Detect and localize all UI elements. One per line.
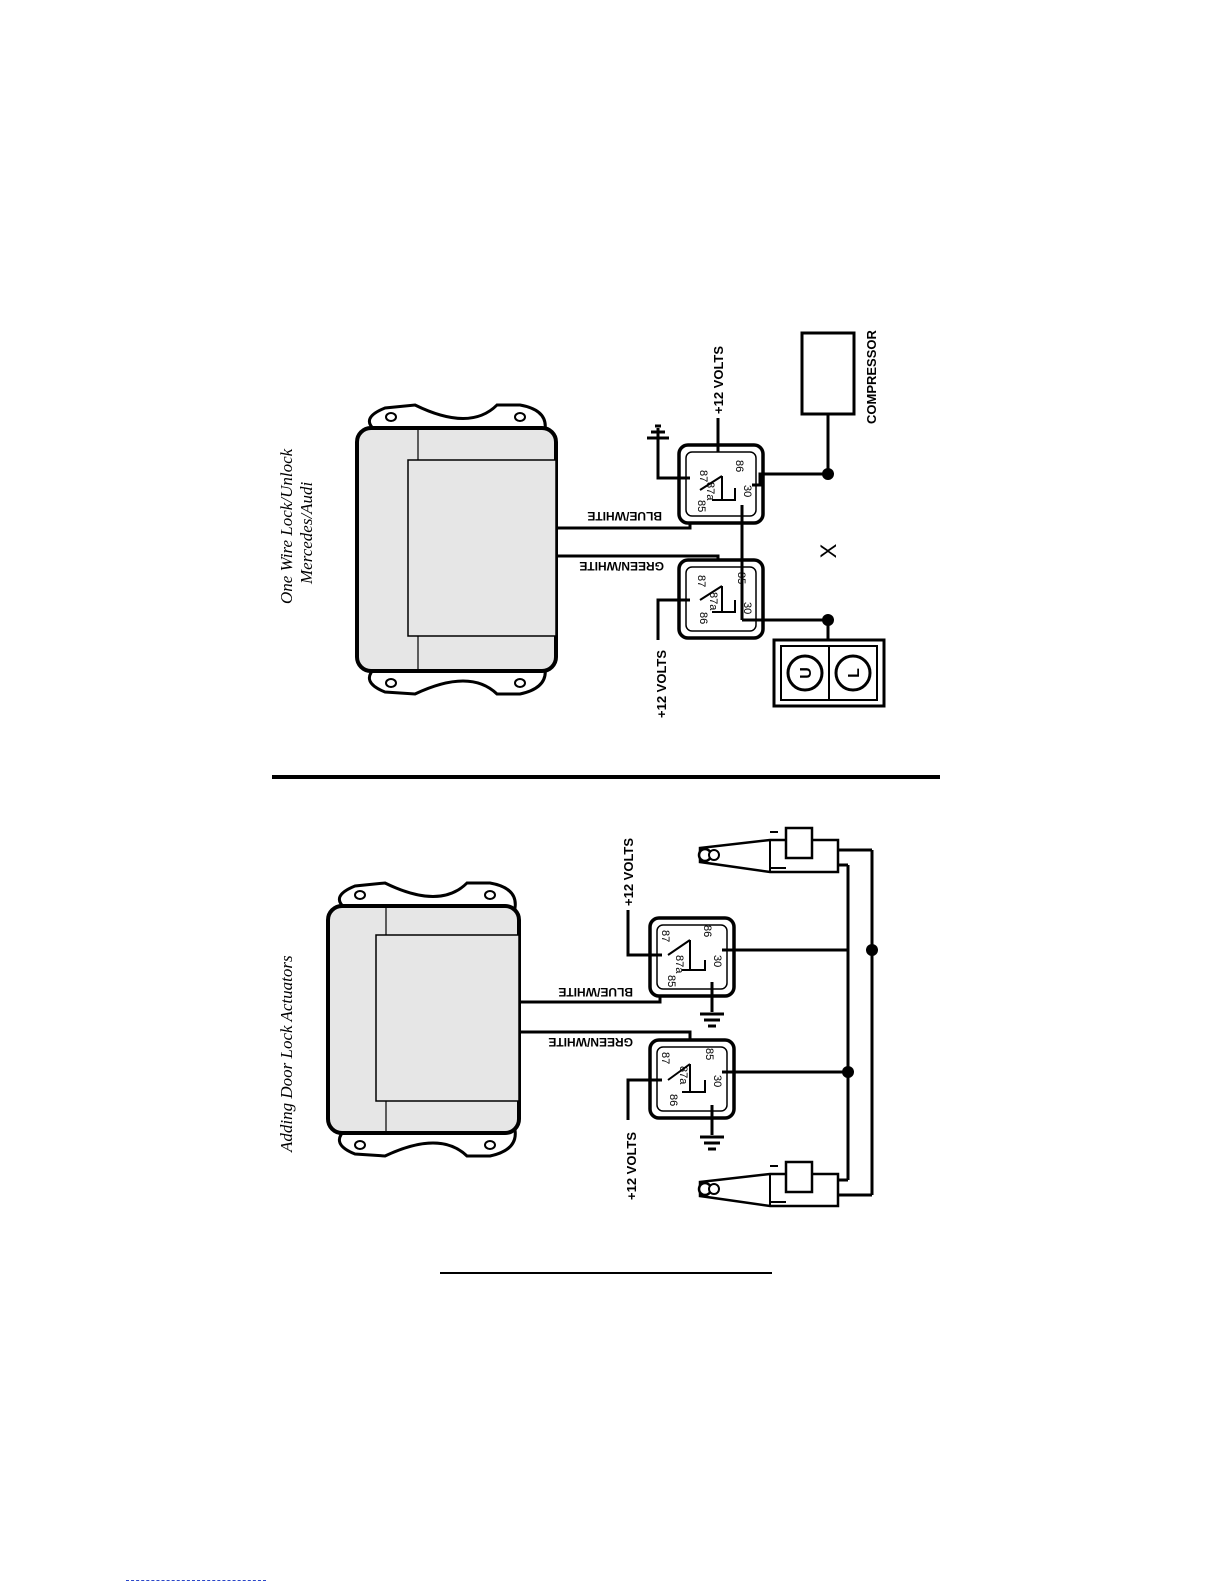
footer-link-underline[interactable] — [126, 1580, 266, 1581]
control-module-1 — [357, 405, 556, 694]
diagram1-title-line1: One Wire Lock/Unlock — [277, 448, 296, 604]
label-green-white-2: GREEN/WHITE — [548, 1035, 633, 1049]
pin-87: 87 — [659, 930, 671, 942]
pin-87: 87 — [659, 1052, 671, 1064]
compressor-box — [802, 333, 854, 414]
pin-87: 87 — [697, 470, 709, 482]
volts-label-2-top: +12 VOLTS — [621, 838, 636, 906]
cross-mark: X — [816, 543, 841, 558]
relay-1b: 87 87a 85 86 30 — [679, 560, 763, 638]
pin-85: 85 — [703, 1048, 715, 1060]
volts-label-1-bottom: +12 VOLTS — [654, 650, 669, 718]
compressor-label: COMPRESSOR — [864, 329, 879, 424]
pin-87a: 87a — [673, 955, 685, 974]
switch-u-label: U — [798, 667, 815, 679]
relay-2b: 87 87a 85 86 30 — [650, 1040, 734, 1118]
pin-30: 30 — [741, 485, 753, 497]
control-module-2 — [328, 883, 519, 1156]
pin-85: 85 — [695, 500, 707, 512]
pin-86: 86 — [697, 612, 709, 624]
lock-unlock-switch: U L — [774, 640, 884, 706]
pin-87a: 87a — [704, 482, 716, 501]
pin-30: 30 — [711, 955, 723, 967]
diagram2-title-text: Adding Door Lock Actuators — [277, 955, 296, 1153]
pin-86: 86 — [733, 460, 745, 472]
diagram2-title: Adding Door Lock Actuators — [277, 955, 296, 1153]
diagram1-title: One Wire Lock/Unlock Mercedes/Audi — [277, 448, 316, 604]
volts-label-1-top: +12 VOLTS — [711, 346, 726, 414]
pin-86: 86 — [701, 925, 713, 937]
switch-l-label: L — [846, 668, 863, 678]
relay-2a: 87 87a 85 86 30 — [650, 918, 734, 996]
pin-87: 87 — [695, 575, 707, 587]
diagram-one-wire-lock: One Wire Lock/Unlock Mercedes/Audi BLUE/… — [277, 329, 884, 718]
door-lock-actuator-bottom — [699, 1162, 838, 1206]
pin-30: 30 — [711, 1075, 723, 1087]
pin-85: 85 — [665, 975, 677, 987]
pin-86: 86 — [667, 1094, 679, 1106]
label-blue-white-1: BLUE/WHITE — [587, 509, 662, 523]
door-lock-actuator-top — [699, 828, 838, 872]
diagram1-title-line2: Mercedes/Audi — [297, 481, 316, 585]
volts-label-2-bottom: +12 VOLTS — [624, 1132, 639, 1200]
relay-1a: 87 87a 85 86 30 — [679, 445, 763, 523]
label-green-white-1: GREEN/WHITE — [579, 559, 664, 573]
label-blue-white-2: BLUE/WHITE — [558, 985, 633, 999]
diagram-adding-door-lock-actuators: Adding Door Lock Actuators BLUE/WHITE GR… — [277, 828, 878, 1206]
